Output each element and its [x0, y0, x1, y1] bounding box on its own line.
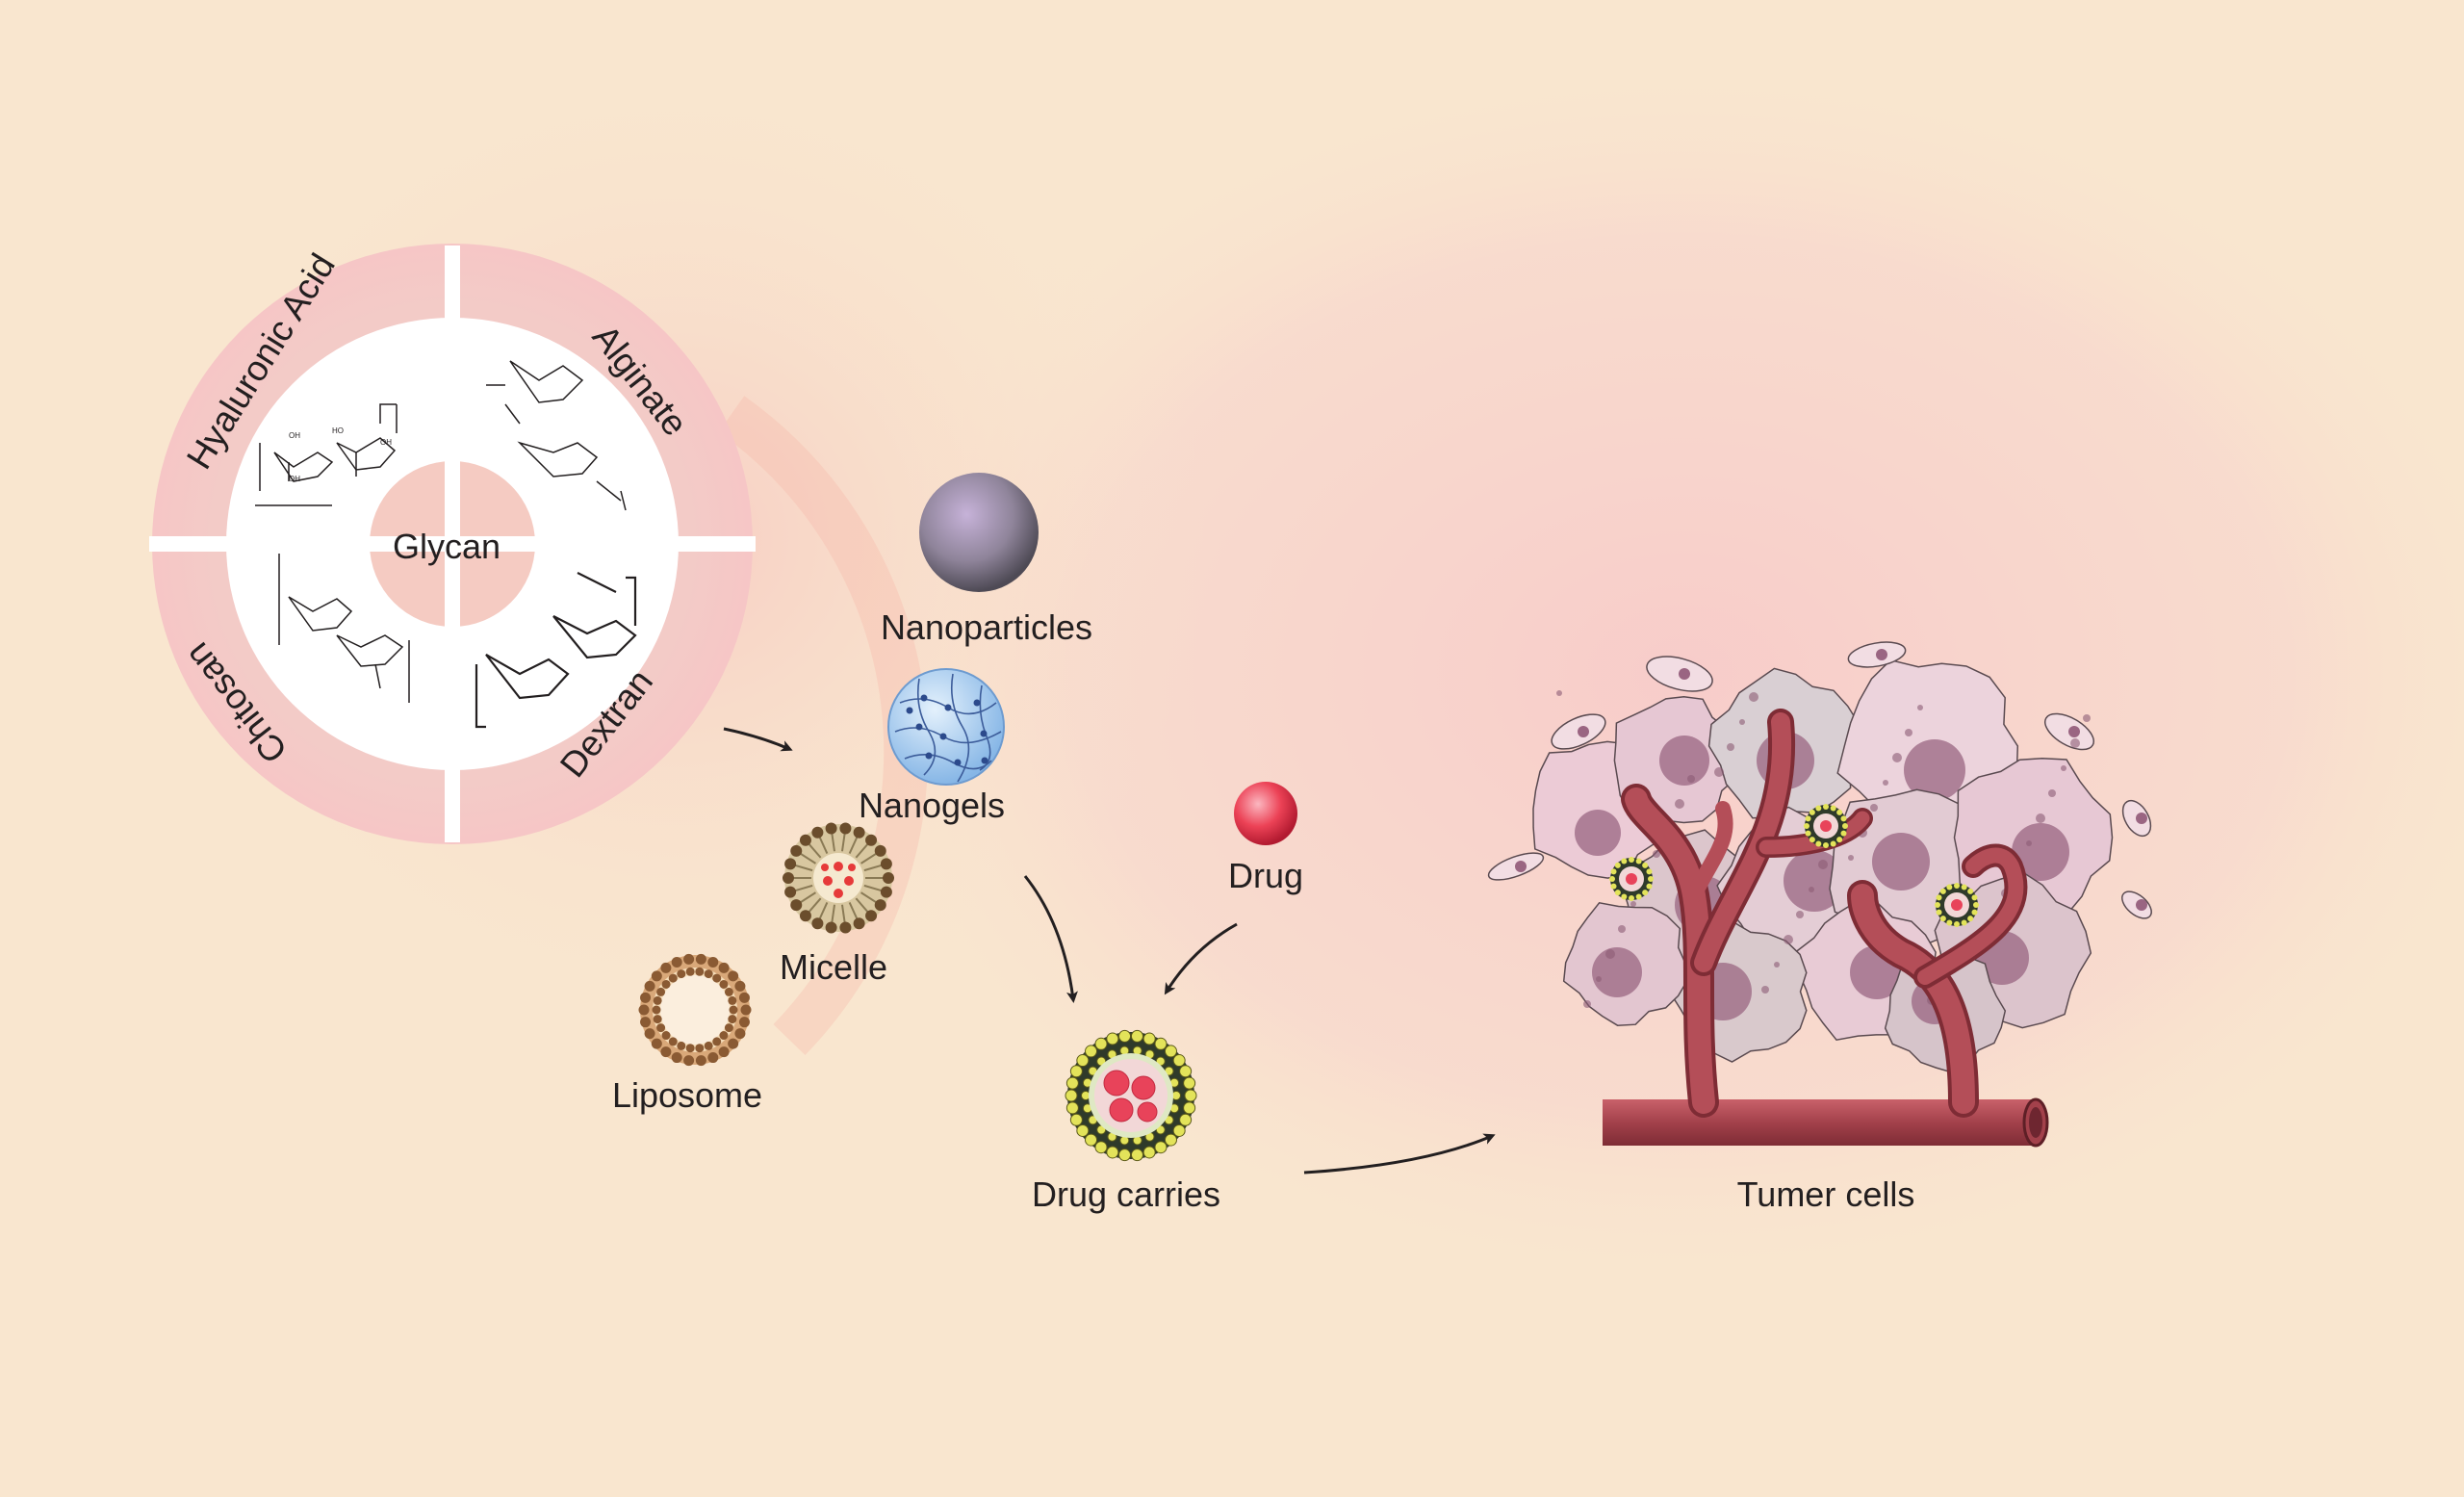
carrier-label-liposome: Liposome: [612, 1075, 762, 1115]
blood-vessel-icon: [1603, 709, 2049, 1148]
liposome-icon: [638, 953, 752, 1067]
arrow-carriers-to-drug-carrier: [1023, 875, 1078, 1003]
drug-carrier-label: Drug carries: [1032, 1174, 1220, 1214]
carrier-label-nanoparticles: Nanoparticles: [881, 607, 1092, 647]
dextran-structure-icon: [475, 572, 637, 729]
drug-icon: [1234, 782, 1297, 845]
carrier-label-nanogels: Nanogels: [859, 786, 1005, 825]
micelle-icon: [783, 822, 894, 934]
tumor-drug-carrier-icon: [1609, 804, 1979, 927]
arrow-drug-to-drug-carrier: [1164, 922, 1238, 995]
tumor-cluster-icon: [1487, 641, 2152, 1148]
nanogel-icon: [887, 668, 1005, 786]
glycan-center-label: Glycan: [393, 527, 500, 566]
svg-text:OH: OH: [289, 475, 300, 483]
drug-carrier-icon: [1065, 1029, 1197, 1162]
alginate-structure-icon: [486, 360, 627, 511]
arrow-drug-carrier-to-tumor: [1303, 1133, 1496, 1174]
tumor-label: Tumer cells: [1737, 1174, 1915, 1214]
hyaluronic-acid-structure-icon: [255, 403, 398, 506]
drug-label: Drug: [1228, 856, 1303, 895]
chitosan-structure-icon: [278, 554, 410, 703]
svg-text:HO: HO: [332, 426, 344, 435]
carrier-label-micelle: Micelle: [780, 947, 887, 987]
svg-text:OH: OH: [380, 438, 392, 447]
svg-text:OH: OH: [289, 431, 300, 440]
nanoparticle-icon: [919, 473, 1039, 592]
arrow-glycan-to-carriers: [723, 727, 793, 752]
glycan-ring: Glycan Hyaluronic Acid Alginate Chitosan…: [149, 244, 756, 844]
